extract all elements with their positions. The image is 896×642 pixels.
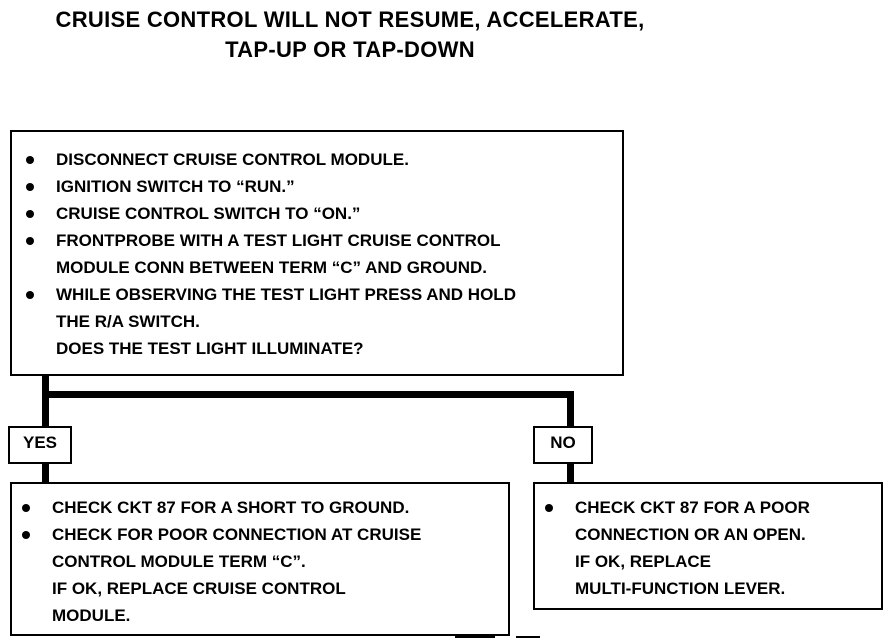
- yes-step-1: CHECK CKT 87 FOR A SHORT TO GROUND.: [12, 494, 508, 521]
- bullet-icon: [26, 156, 34, 164]
- test-procedure-box: DISCONNECT CRUISE CONTROL MODULE. IGNITI…: [10, 130, 624, 376]
- scan-mark: [516, 636, 540, 638]
- bullet-icon: [545, 504, 553, 512]
- test-step-2: IGNITION SWITCH TO “RUN.”: [12, 173, 622, 200]
- no-label: NO: [533, 426, 593, 464]
- connector-yes-to-box: [42, 462, 49, 484]
- bullet-icon: [26, 210, 34, 218]
- test-step-4: FRONTPROBE WITH A TEST LIGHT CRUISE CONT…: [12, 227, 622, 254]
- diagram-title-line2: TAP-UP OR TAP-DOWN: [225, 37, 475, 62]
- bullet-icon: [22, 504, 30, 512]
- no-result-box: CHECK CKT 87 FOR A POOR CONNECTION OR AN…: [533, 482, 883, 610]
- test-question: DOES THE TEST LIGHT ILLUMINATE?: [56, 339, 364, 358]
- yes-step-2-continued-3: MODULE.: [52, 606, 131, 625]
- test-step-5: WHILE OBSERVING THE TEST LIGHT PRESS AND…: [12, 281, 622, 308]
- yes-step-2: CHECK FOR POOR CONNECTION AT CRUISE: [12, 521, 508, 548]
- no-step-1-continued-2: IF OK, REPLACE: [575, 552, 712, 571]
- connector-no-to-box: [567, 462, 574, 484]
- connector-right-down: [567, 391, 574, 426]
- connector-horizontal: [42, 391, 574, 398]
- yes-step-2-continued-1: CONTROL MODULE TERM “C”.: [52, 552, 306, 571]
- test-step-1: DISCONNECT CRUISE CONTROL MODULE.: [12, 146, 622, 173]
- bullet-icon: [26, 183, 34, 191]
- yes-label: YES: [8, 426, 72, 464]
- test-step-5-continued: THE R/A SWITCH.: [56, 312, 200, 331]
- connector-left-down: [42, 376, 49, 426]
- yes-result-box: CHECK CKT 87 FOR A SHORT TO GROUND. CHEC…: [10, 482, 510, 636]
- bullet-icon: [22, 531, 30, 539]
- bullet-icon: [26, 291, 34, 299]
- no-step-1: CHECK CKT 87 FOR A POOR: [535, 494, 881, 521]
- yes-step-2-continued-2: IF OK, REPLACE CRUISE CONTROL: [52, 579, 346, 598]
- test-step-4-continued: MODULE CONN BETWEEN TERM “C” AND GROUND.: [56, 258, 487, 277]
- diagram-title-line1: CRUISE CONTROL WILL NOT RESUME, ACCELERA…: [55, 7, 645, 32]
- scan-mark: [455, 636, 495, 638]
- no-step-1-continued-3: MULTI-FUNCTION LEVER.: [575, 579, 786, 598]
- bullet-icon: [26, 237, 34, 245]
- test-step-3: CRUISE CONTROL SWITCH TO “ON.”: [12, 200, 622, 227]
- no-step-1-continued-1: CONNECTION OR AN OPEN.: [575, 525, 806, 544]
